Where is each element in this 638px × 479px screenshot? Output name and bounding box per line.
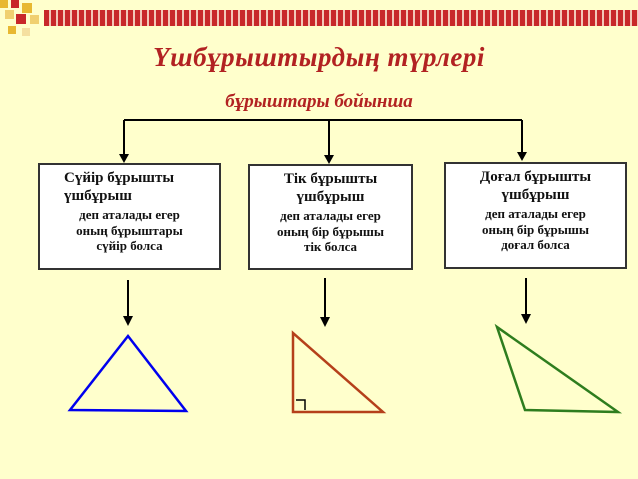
- decor-square: [16, 14, 26, 24]
- box-definition: деп аталады егер оның бір бұрышы доғал б…: [482, 206, 589, 253]
- arrow-acute: [123, 280, 133, 326]
- decor-square: [8, 26, 16, 34]
- box-heading: Сүйір бұрышты үшбұрыш: [64, 170, 175, 204]
- decor-square: [5, 10, 14, 19]
- definition-box-obtuse: Доғал бұрышты үшбұрыш деп аталады егер о…: [444, 162, 627, 269]
- decor-square: [22, 3, 32, 13]
- decor-square: [30, 15, 39, 24]
- box-definition: деп аталады егер оның бір бұрышы тік бол…: [277, 208, 384, 255]
- bracket-arrowheads: [119, 152, 527, 164]
- definition-box-right: Тік бұрышты үшбұрыш деп аталады егер оны…: [248, 164, 413, 270]
- acute-triangle: [67, 333, 189, 413]
- definition-box-acute: Сүйір бұрышты үшбұрыш деп аталады егер о…: [38, 163, 221, 270]
- header-stripe-bar: [44, 10, 638, 26]
- decor-square: [22, 28, 30, 36]
- box-heading: Доғал бұрышты үшбұрыш: [479, 169, 592, 203]
- page-title: Үшбұрыштырдың түрлері: [153, 42, 485, 72]
- box-heading: Тік бұрышты үшбұрыш: [283, 171, 378, 205]
- decor-square: [0, 0, 8, 8]
- page-subtitle: бұрыштары бойынша: [225, 91, 413, 112]
- connector-bracket: [123, 119, 523, 157]
- box-definition: деп аталады егер оның бұрыштары сүйір бо…: [76, 207, 183, 254]
- decor-square: [11, 0, 19, 8]
- arrow-obtuse: [521, 278, 531, 324]
- obtuse-triangle: [494, 323, 623, 414]
- arrow-right: [320, 278, 330, 327]
- right-triangle: [291, 330, 387, 414]
